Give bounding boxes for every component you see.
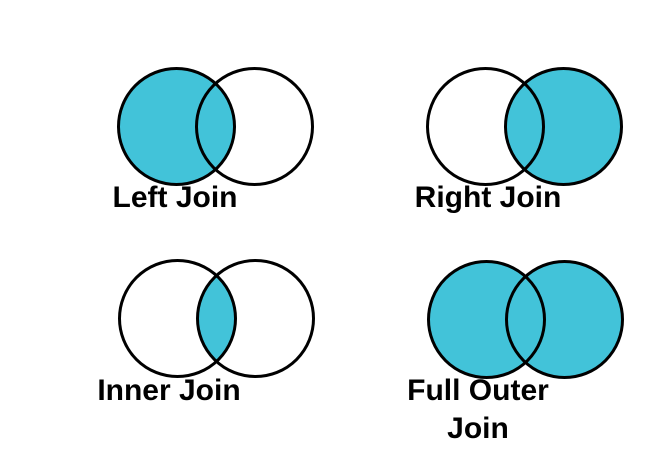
venn-label-left-join: Left Join [112, 181, 238, 214]
left-circle-outline [426, 67, 545, 186]
venn-label-full-outer-join: Full Outer Join [407, 374, 549, 445]
venn-diagram-left-join [117, 67, 314, 186]
left-circle-outline [117, 67, 236, 186]
right-circle-outline [505, 260, 624, 379]
right-circle-outline [504, 67, 623, 186]
left-circle-outline [118, 259, 237, 378]
venn-left-join [117, 67, 314, 186]
venn-diagram-right-join [426, 67, 623, 186]
venn-inner-join [118, 259, 315, 378]
venn-diagram-full-outer-join [427, 260, 624, 379]
venn-right-join [426, 67, 623, 186]
right-circle-outline [195, 67, 314, 186]
venn-label-right-join: Right Join [414, 181, 562, 214]
venn-full-outer-join [427, 260, 624, 379]
right-circle-outline [196, 259, 315, 378]
left-circle-outline [427, 260, 546, 379]
venn-label-inner-join: Inner Join [97, 374, 241, 407]
venn-diagram-inner-join [118, 259, 315, 378]
